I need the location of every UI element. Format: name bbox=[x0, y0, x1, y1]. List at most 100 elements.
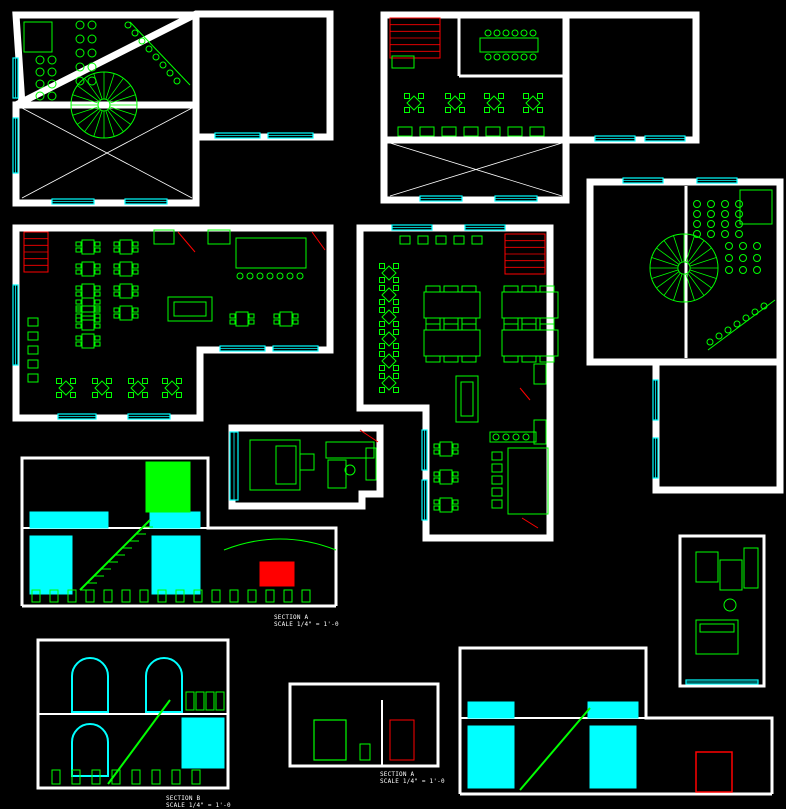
stair-tread bbox=[651, 269, 679, 279]
chair bbox=[721, 230, 729, 238]
table bbox=[81, 315, 95, 331]
chair bbox=[47, 55, 57, 65]
chair bbox=[502, 433, 510, 441]
chair bbox=[113, 241, 120, 247]
chair bbox=[106, 392, 112, 398]
chair bbox=[113, 269, 120, 275]
chair bbox=[742, 314, 750, 322]
chair bbox=[94, 263, 101, 269]
chair bbox=[399, 235, 411, 245]
chair bbox=[503, 317, 519, 325]
screen-panel bbox=[29, 535, 73, 595]
stool bbox=[491, 451, 503, 461]
chair bbox=[132, 285, 139, 291]
chair bbox=[735, 200, 743, 208]
section-b-title: SECTION B bbox=[166, 795, 201, 802]
table bbox=[119, 239, 133, 255]
cushion bbox=[460, 381, 474, 417]
chair bbox=[529, 53, 537, 61]
sofa bbox=[455, 375, 479, 423]
chair bbox=[292, 319, 299, 325]
chair bbox=[492, 433, 500, 441]
table-diamond bbox=[381, 287, 397, 303]
chair bbox=[739, 242, 747, 250]
chair bbox=[511, 53, 519, 61]
chair bbox=[176, 378, 182, 384]
chair bbox=[484, 107, 490, 113]
chair bbox=[443, 285, 459, 293]
chair bbox=[522, 433, 530, 441]
chair bbox=[51, 769, 61, 785]
chair bbox=[484, 53, 492, 61]
door-swing bbox=[177, 231, 196, 253]
chair bbox=[71, 769, 81, 785]
railing bbox=[587, 701, 639, 719]
chair bbox=[735, 230, 743, 238]
chair bbox=[75, 247, 82, 253]
chair bbox=[520, 29, 528, 37]
chair bbox=[138, 37, 146, 45]
chair bbox=[113, 285, 120, 291]
bar bbox=[507, 447, 549, 515]
stool bbox=[491, 487, 503, 497]
chair bbox=[693, 230, 701, 238]
stair-tread bbox=[109, 106, 136, 116]
chair bbox=[493, 53, 501, 61]
chair bbox=[693, 200, 701, 208]
table-diamond bbox=[164, 380, 180, 396]
stair-tread bbox=[105, 73, 115, 100]
chair bbox=[425, 355, 441, 363]
bed bbox=[695, 619, 739, 655]
chair bbox=[35, 91, 45, 101]
chair bbox=[379, 263, 385, 269]
chair bbox=[443, 317, 459, 325]
chair bbox=[707, 220, 715, 228]
stair-tread bbox=[72, 94, 99, 104]
chair bbox=[185, 691, 195, 711]
stair-tread bbox=[663, 272, 681, 296]
chair bbox=[113, 247, 120, 253]
stair-tread bbox=[656, 271, 680, 289]
chair bbox=[511, 29, 519, 37]
screen-panel bbox=[151, 535, 201, 595]
chair bbox=[520, 53, 528, 61]
chair bbox=[471, 235, 483, 245]
sofa bbox=[167, 296, 213, 322]
bathtub bbox=[327, 459, 347, 489]
chair bbox=[459, 93, 465, 99]
chair bbox=[35, 79, 45, 89]
chair bbox=[452, 471, 459, 477]
stair-tread bbox=[685, 235, 695, 263]
stair-tread bbox=[93, 73, 103, 100]
stair-red-frame bbox=[504, 233, 546, 275]
bar-counter bbox=[235, 237, 307, 269]
closet bbox=[365, 447, 377, 481]
plan-2 bbox=[380, 11, 700, 204]
chair bbox=[132, 307, 139, 313]
stair-tread bbox=[656, 247, 680, 265]
table-diamond bbox=[381, 331, 397, 347]
chair bbox=[75, 305, 82, 311]
section-1 bbox=[20, 456, 338, 608]
vanity bbox=[695, 551, 719, 583]
chair bbox=[443, 323, 459, 331]
chair bbox=[433, 449, 440, 455]
stair-tread bbox=[84, 109, 101, 132]
counter bbox=[489, 431, 537, 443]
table-group bbox=[423, 329, 481, 357]
chair bbox=[739, 266, 747, 274]
chair bbox=[286, 272, 294, 280]
stair-tread bbox=[72, 106, 99, 116]
chair bbox=[393, 351, 399, 357]
chair bbox=[379, 351, 385, 357]
railing bbox=[149, 511, 201, 529]
chair bbox=[539, 323, 555, 331]
table bbox=[235, 311, 249, 327]
chair bbox=[205, 691, 215, 711]
chair bbox=[162, 378, 168, 384]
chair bbox=[195, 691, 205, 711]
table-diamond bbox=[447, 95, 463, 111]
chair bbox=[176, 392, 182, 398]
chair bbox=[707, 200, 715, 208]
chair bbox=[537, 93, 543, 99]
